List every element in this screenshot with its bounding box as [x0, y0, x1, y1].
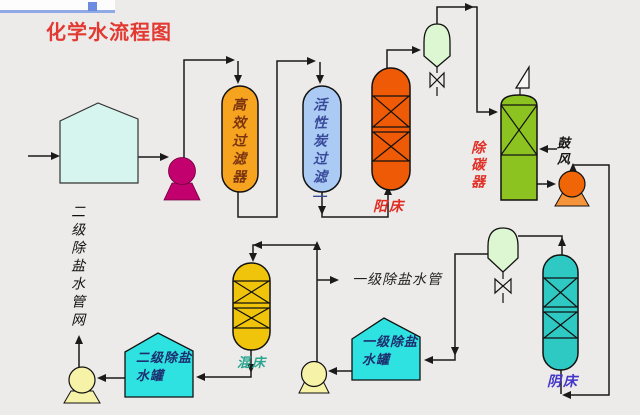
flask-valve-bottom [494, 272, 512, 303]
carbon-filter-label: 活性炭过滤— [312, 97, 328, 207]
feed-pump [163, 157, 201, 201]
secondary-tank-label: 二级除盐 水罐 [136, 349, 192, 385]
primary-tank-label: 一级除盐 水罐 [362, 333, 418, 369]
mixed-bed-label: 混床 [237, 355, 268, 370]
primary-pump [298, 360, 330, 394]
mixed-bed-vessel [232, 262, 271, 351]
high-efficiency-filter-vessel [221, 85, 259, 193]
carbon-filter-label-text: 活性炭过滤 [312, 97, 329, 187]
flow-arrows [51, 3, 577, 399]
secondary-network-label: 二级除盐水管网 [69, 204, 85, 330]
metering-flask-top [423, 23, 451, 68]
high-efficiency-filter-label: 高效过滤器 [231, 97, 248, 187]
secondary-demin-tank [124, 332, 194, 398]
carbon-filter-vessel [302, 85, 342, 193]
blast-air-label: 鼓风 [554, 136, 570, 168]
decarbonator-vessel [500, 94, 538, 201]
cation-bed-label: 阳床 [373, 198, 405, 214]
primary-tank-label-line2: 水罐 [362, 352, 391, 367]
flask-valve-top [429, 67, 445, 96]
cation-bed-vessel [371, 67, 411, 191]
decarbonator-flag [514, 64, 530, 95]
primary-tank-label-line1: 一级除盐 [362, 334, 419, 349]
window-fragment [0, 0, 115, 13]
primary-demin-tank [351, 317, 421, 381]
primary-pipe-label: 一级除盐水管 [352, 273, 442, 288]
secondary-tank-label-line2: 水罐 [136, 368, 165, 383]
carbon-filter-label-suffix: — [312, 187, 329, 207]
secondary-tank-label-line1: 二级除盐 [136, 350, 193, 365]
raw-water-tank [59, 102, 139, 184]
secondary-pump [63, 366, 101, 404]
metering-flask-bottom [487, 227, 519, 273]
anion-bed-vessel [542, 254, 579, 371]
page-title: 化学水流程图 [46, 22, 172, 44]
blower-pump [554, 170, 590, 207]
anion-bed-label: 阴床 [547, 373, 579, 389]
decarbonator-label: 除碳器 [470, 140, 487, 191]
